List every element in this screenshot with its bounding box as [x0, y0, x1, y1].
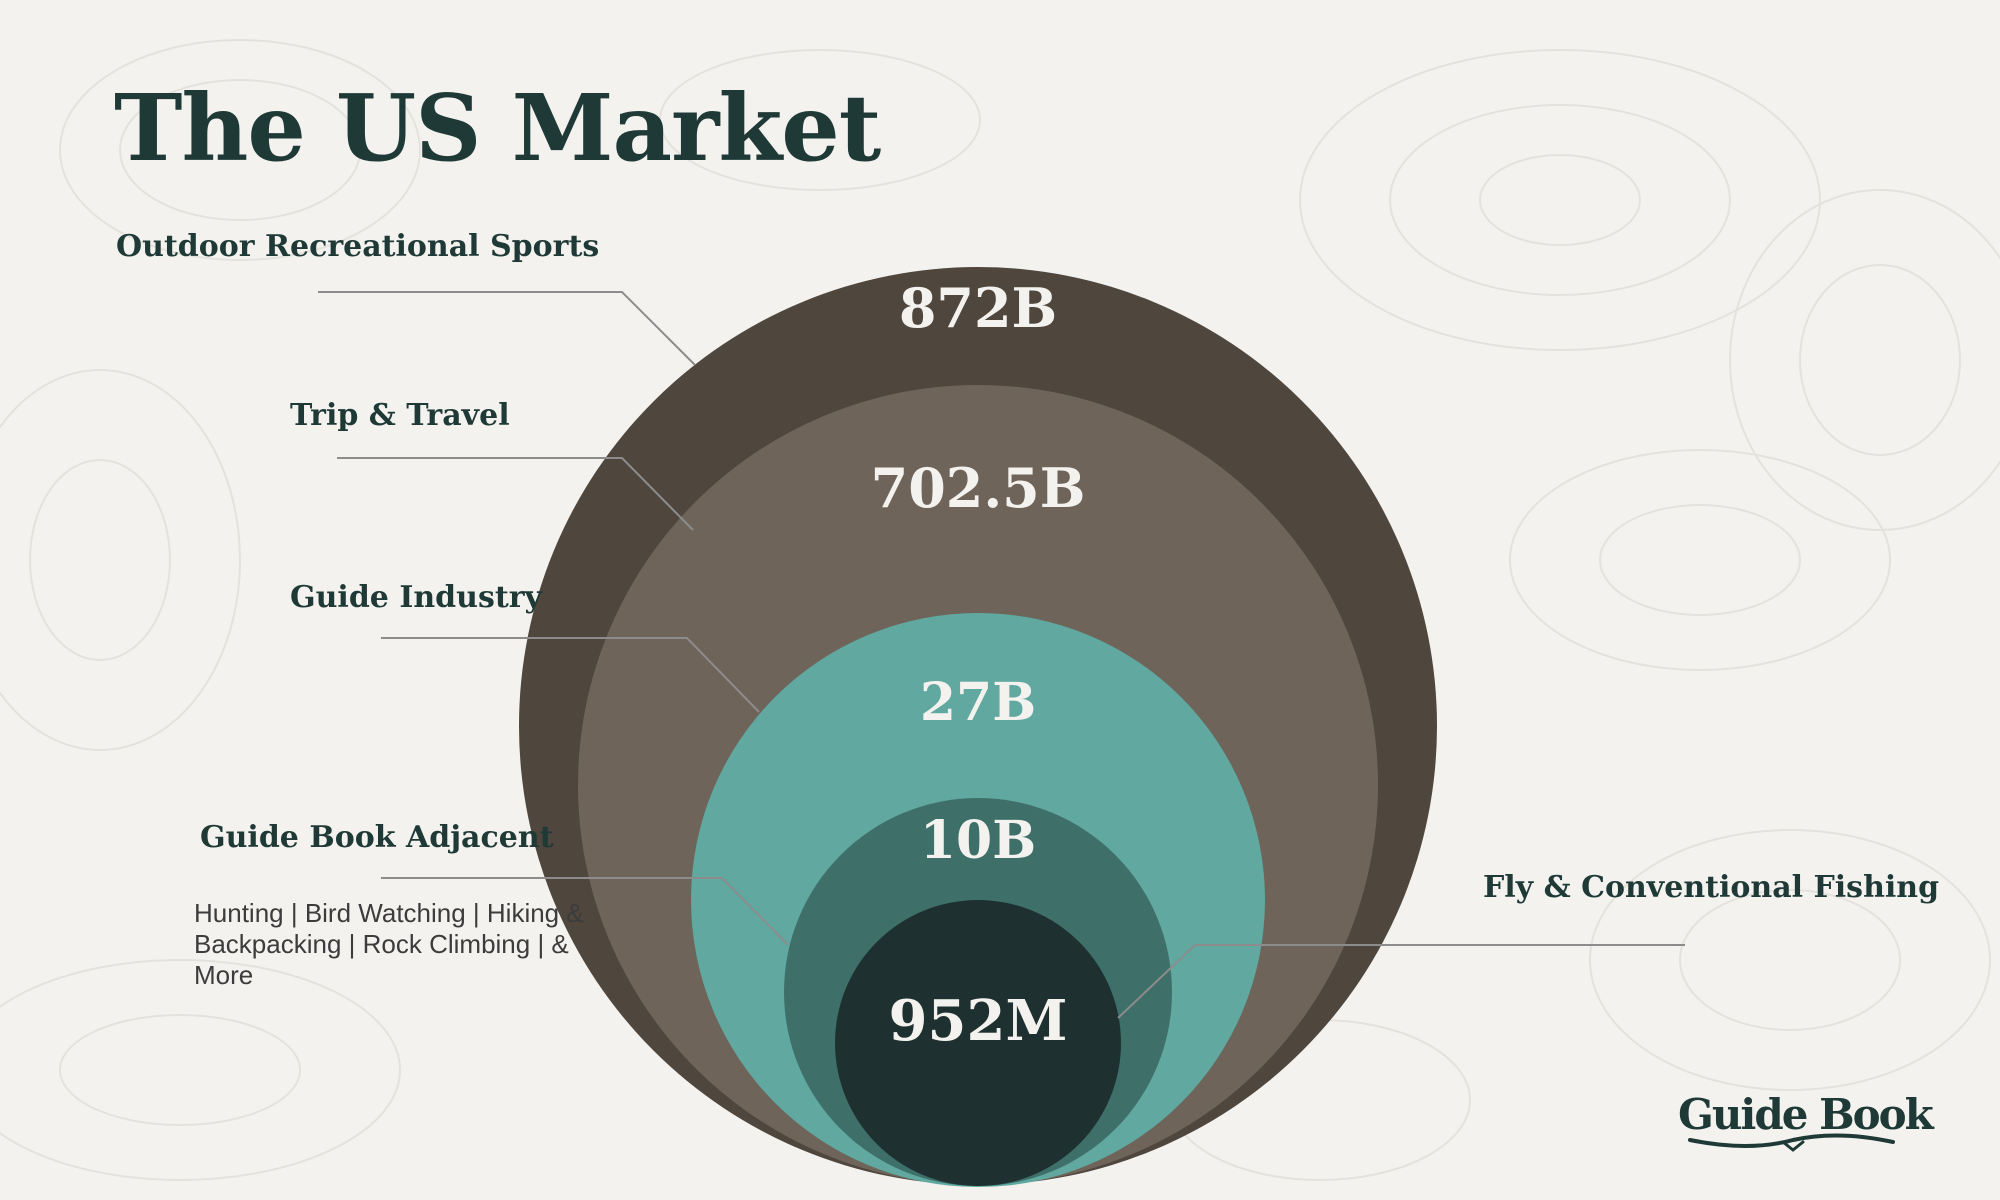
circle-fly-conventional-fishing: [835, 900, 1121, 1186]
guide-book-logo: Guide Book: [1678, 1090, 1934, 1139]
label-guide-industry: Guide Industry: [290, 580, 542, 615]
leader-line-guide-book-adjacent: [381, 877, 789, 946]
logo-swoosh-icon: [1688, 1133, 1895, 1152]
label-guide-book-adjacent: Guide Book Adjacent: [200, 820, 554, 855]
value-trip-travel: 702.5B: [871, 456, 1086, 520]
value-guide-book-adjacent: 10B: [920, 810, 1036, 871]
guide-book-adjacent-note: Hunting | Bird Watching | Hiking & Backp…: [194, 898, 584, 990]
leader-line-outdoor-recreational-sports: [318, 291, 696, 366]
value-fly-conventional-fishing: 952M: [889, 988, 1068, 1054]
leader-line-fly-conventional-fishing: [1117, 944, 1685, 1019]
leader-line-guide-industry: [381, 637, 760, 713]
value-guide-industry: 27B: [920, 672, 1036, 733]
label-fly-conventional-fishing: Fly & Conventional Fishing: [1483, 870, 1940, 905]
leader-line-trip-travel: [337, 457, 694, 531]
label-outdoor-recreational-sports: Outdoor Recreational Sports: [116, 229, 600, 264]
value-outdoor-recreational-sports: 872B: [899, 276, 1057, 340]
page-title: The US Market: [114, 74, 881, 182]
label-trip-travel: Trip & Travel: [290, 398, 510, 433]
